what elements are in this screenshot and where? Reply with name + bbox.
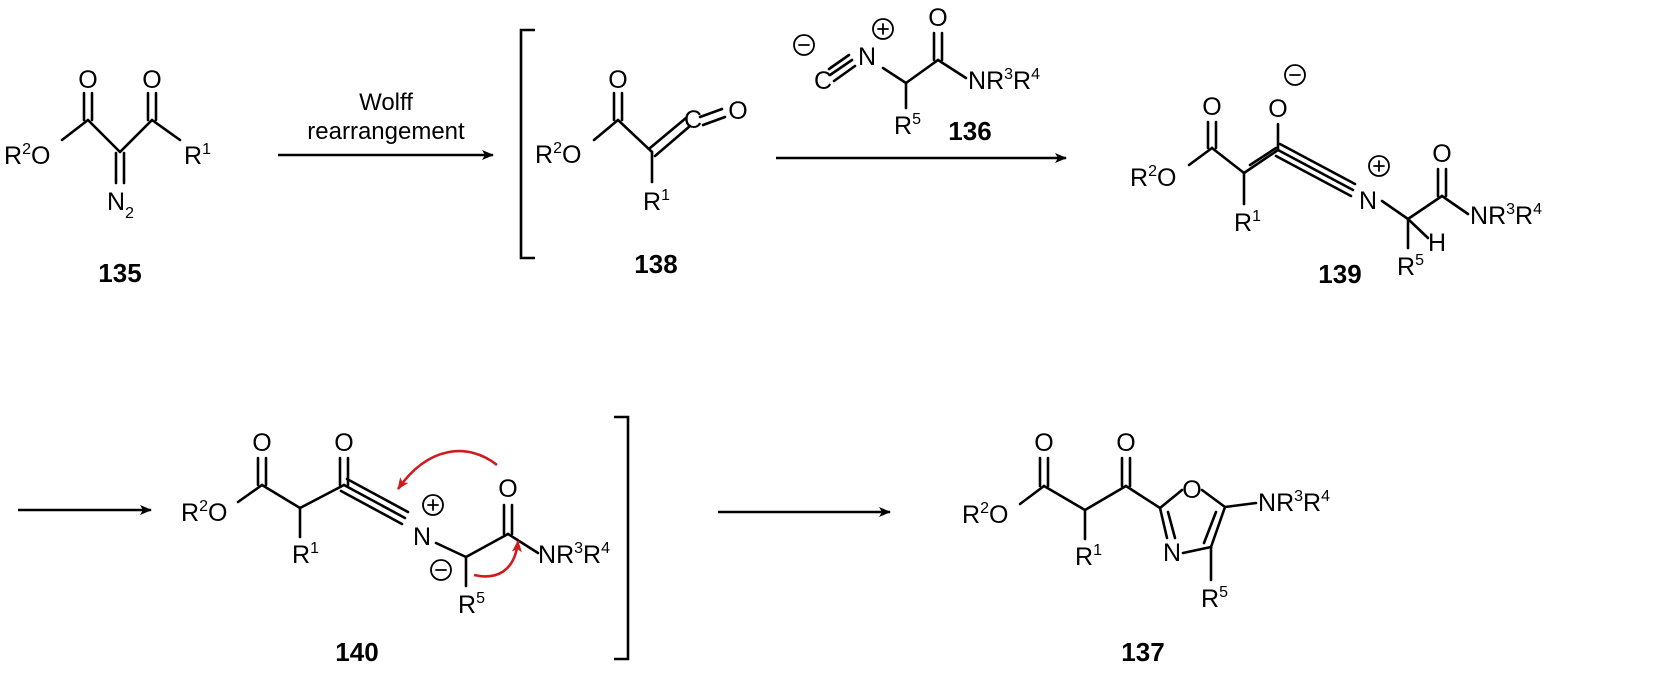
oxazole-oxygen-label: O bbox=[1182, 476, 1201, 504]
oxygen-label: O bbox=[1202, 93, 1221, 121]
r5-label: R5 bbox=[1397, 252, 1424, 281]
oxygen-label: O bbox=[334, 429, 353, 457]
hydrogen-label: H bbox=[1428, 229, 1446, 257]
oxazole-nitrogen-label: N bbox=[1163, 539, 1181, 567]
ketene-carbon-label: C bbox=[684, 106, 702, 134]
compound-135: O O R2O R1 N2 135 bbox=[4, 66, 211, 288]
mechanism-arrow-to-carbonyl bbox=[473, 540, 522, 578]
right-bracket bbox=[614, 415, 630, 661]
condition-line-1: Wolff bbox=[359, 89, 413, 116]
r2o-label: R2O bbox=[4, 141, 50, 170]
isocyanide-nitrogen-label: N bbox=[858, 43, 876, 71]
compound-number-136: 136 bbox=[948, 116, 991, 146]
isocyanide-carbon-label: C bbox=[814, 67, 832, 95]
r1-label: R1 bbox=[184, 141, 211, 170]
r1-label: R1 bbox=[292, 540, 319, 569]
mechanism-arrow-carbanion-to-nitrilium bbox=[396, 449, 498, 490]
compound-number-137: 137 bbox=[1121, 637, 1164, 667]
oxygen-label: O bbox=[1116, 429, 1135, 457]
oxygen-label: O bbox=[252, 429, 271, 457]
reaction-arrow-1: Wolff rearrangement bbox=[278, 89, 494, 160]
r5-label: R5 bbox=[1201, 584, 1228, 613]
r5-label: R5 bbox=[894, 111, 921, 140]
nitrilium-nitrogen-label: N bbox=[413, 523, 431, 551]
nitrilium-nitrogen-label: N bbox=[1359, 187, 1377, 215]
nr3r4-label: NR3R4 bbox=[538, 540, 610, 569]
r2o-label: R2O bbox=[1130, 163, 1176, 192]
oxygen-label: O bbox=[608, 66, 627, 94]
r5-label: R5 bbox=[458, 590, 485, 619]
compound-138: O C O R2O R1 138 bbox=[535, 66, 748, 279]
oxygen-label: O bbox=[1432, 140, 1451, 168]
r1-label: R1 bbox=[1234, 208, 1261, 237]
compound-140: O O O N R2O R1 NR3R4 R5 140 bbox=[181, 429, 610, 667]
n2-label: N2 bbox=[107, 188, 134, 222]
left-bracket bbox=[519, 28, 535, 260]
compound-number-140: 140 bbox=[335, 637, 378, 667]
oxygen-label: O bbox=[142, 66, 161, 94]
r2o-label: R2O bbox=[535, 140, 581, 169]
oxygen-label: O bbox=[78, 66, 97, 94]
compound-number-138: 138 bbox=[634, 249, 677, 279]
nr3r4-label: NR3R4 bbox=[968, 66, 1040, 95]
r1-label: R1 bbox=[643, 187, 670, 216]
condition-line-2: rearrangement bbox=[307, 118, 465, 145]
oxygen-label: O bbox=[498, 475, 517, 503]
ketene-oxygen-label: O bbox=[728, 97, 747, 125]
oxygen-label: O bbox=[1034, 429, 1053, 457]
nr3r4-label: NR3R4 bbox=[1258, 488, 1330, 517]
enolate-oxygen-label: O bbox=[1268, 95, 1287, 123]
compound-number-139: 139 bbox=[1318, 259, 1361, 289]
nr3r4-label: NR3R4 bbox=[1470, 201, 1542, 230]
r2o-label: R2O bbox=[962, 500, 1008, 529]
compound-number-135: 135 bbox=[98, 258, 141, 288]
r2o-label: R2O bbox=[181, 498, 227, 527]
compound-137: O O O N R2O R1 NR3R4 R5 137 bbox=[962, 429, 1330, 667]
oxygen-label: O bbox=[928, 4, 947, 32]
compound-136: C N O NR3R4 R5 136 bbox=[793, 4, 1040, 146]
compound-139: O O N O R2O R1 NR3R4 H R5 139 bbox=[1130, 64, 1542, 289]
r1-label: R1 bbox=[1075, 542, 1102, 571]
